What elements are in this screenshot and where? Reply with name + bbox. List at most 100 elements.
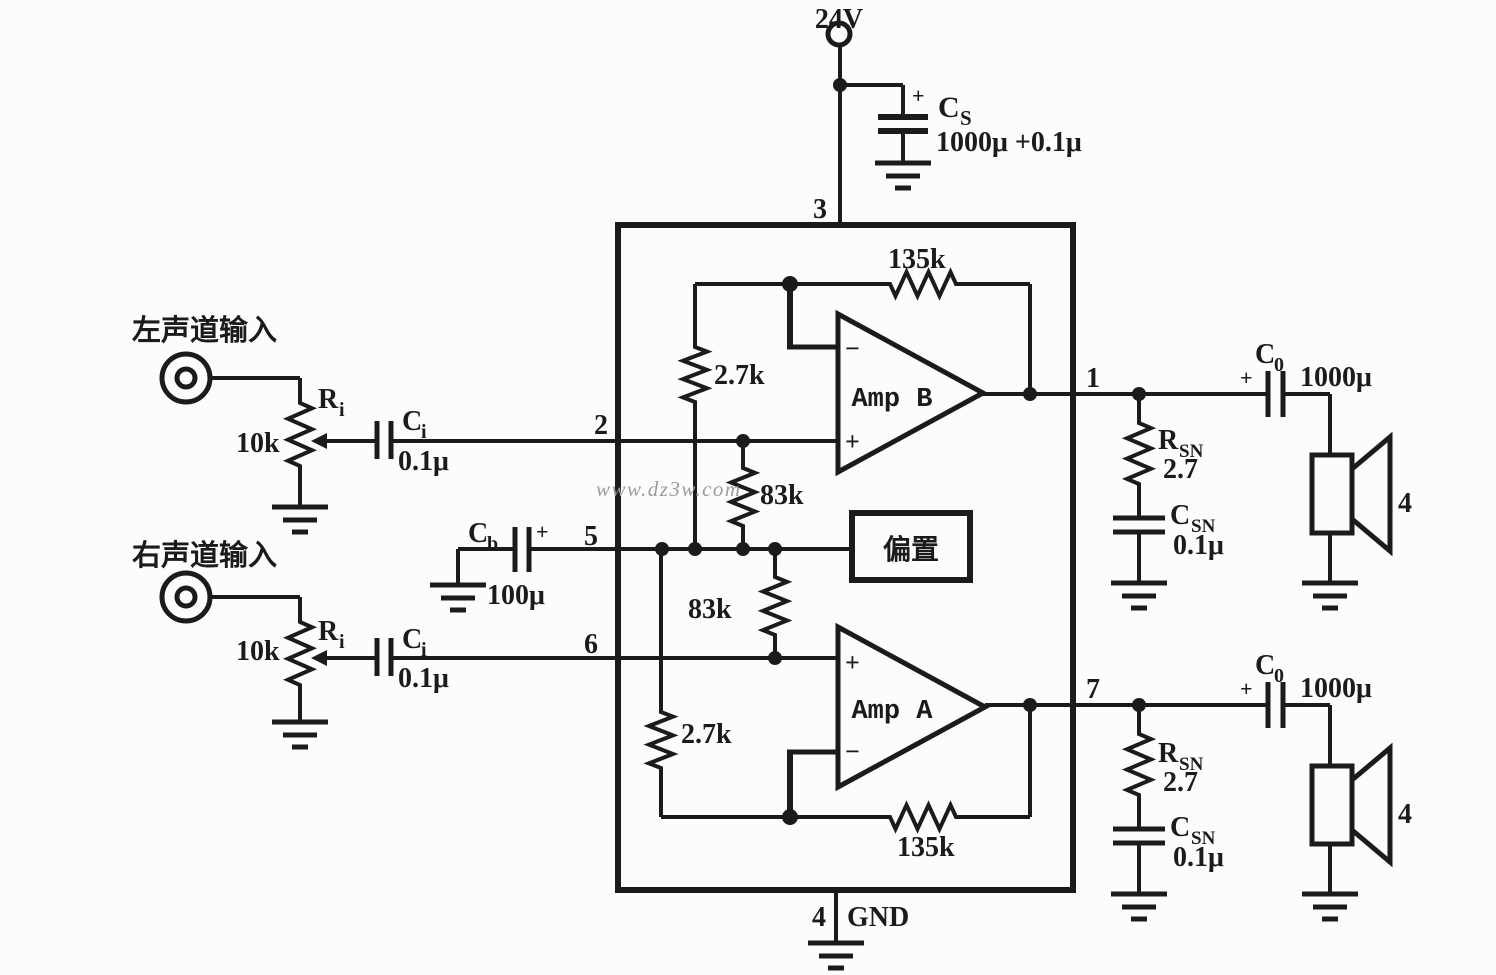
junction-dot [782,276,798,292]
r27k-bottom-value: 2.7k [681,719,732,750]
pin2-label: 2 [594,410,608,441]
r83k-lower-value: 83k [688,594,732,625]
pot-wiper-arrow-icon [311,433,327,449]
csn-bottom-value: 0.1μ [1173,842,1224,873]
r135k-top-value: 135k [888,244,946,275]
speaker-body-icon [1309,452,1355,536]
rsn-top-name-sub: SN [1179,441,1204,462]
c0-bottom-polarity-plus: + [1240,676,1253,701]
c0-bottom-value: 1000μ [1300,673,1372,704]
ic-outline [615,222,1076,893]
rca-jack-left-pin [174,366,198,390]
rsn-bottom-resistor [1121,705,1157,829]
cb-value: 100μ [487,580,545,611]
rca-jack-right-icon [159,570,213,624]
cb-polarity-plus: + [536,519,549,544]
bias-block-label: 偏置 [883,534,939,566]
csn-top-name-sub: SN [1191,516,1216,537]
pot-left-name: R [318,384,339,415]
rsn-top-value: 2.7 [1163,454,1198,485]
rsn-top-name: R [1158,425,1179,456]
output-top-section: R SN 2.7 C SN 0.1μ C 0 + 1000μ 4 [1111,339,1412,611]
cs-name-sub: S [960,106,972,130]
ground-icon [1111,891,1167,922]
ground-icon [1302,891,1358,922]
r83k-upper-value: 83k [760,480,804,511]
c0-top-name-sub: 0 [1274,354,1284,376]
ground-icon [875,160,931,191]
supply-voltage-label: 24V [815,4,863,35]
pin7-label: 7 [1086,674,1100,705]
junction-dot [688,542,702,556]
csn-top-value: 0.1μ [1173,530,1224,561]
csn-bottom-name-sub: SN [1191,828,1216,849]
pot-left-resistor [283,378,317,507]
amp-a-inv-sign: − [845,737,860,766]
c0-top-name: C [1255,339,1275,370]
junction-dot [782,809,798,825]
junction-dot [736,542,750,556]
pot-right-value: 10k [236,636,280,667]
output-bottom-section: R SN 2.7 C SN 0.1μ C 0 + 1000μ 4 [1111,650,1412,922]
watermark: www.dz3w.com [596,477,742,501]
ground-icon [1111,580,1167,611]
resistor-135k-bottom [661,800,1030,834]
resistor-2.7k-bottom [643,549,679,817]
pot-right-name-sub: i [339,631,345,653]
power-supply-section: 24V 3 + C S 1000μ +0.1μ [813,4,1082,225]
r27k-top-value: 2.7k [714,360,765,391]
pot-wiper-arrow-icon [311,650,327,666]
c0-top-value: 1000μ [1300,362,1372,393]
c0-bottom-name: C [1255,650,1275,681]
ground-icon [808,940,864,971]
amp-b-triangle [835,309,989,477]
junction-dot [833,78,847,92]
junction-dot [1023,698,1037,712]
junction-dot [768,651,782,665]
csn-bottom-name: C [1170,812,1190,843]
pot-right-name: R [318,616,339,647]
pot-right-resistor [283,597,317,722]
rsn-bottom-name-sub: SN [1179,754,1204,775]
bias-cap-section: C b + 100μ [430,518,852,613]
ground-icon [272,719,328,750]
resistor-2.7k-top [677,284,713,549]
junction-dot [1023,387,1037,401]
speaker-body-icon [1309,763,1355,847]
pot-left-value: 10k [236,428,280,459]
ci-right-name: C [402,624,422,655]
rsn-top-resistor [1121,394,1157,518]
cs-name: C [938,91,960,124]
ci-right-value: 0.1μ [398,663,449,694]
cs-polarity-plus: + [912,83,925,108]
ground-icon [272,504,328,535]
ci-left-name: C [402,406,422,437]
rsn-bottom-value: 2.7 [1163,767,1198,798]
pot-left-name-sub: i [339,399,345,421]
ground-icon [430,582,486,613]
ci-left-value: 0.1μ [398,446,449,477]
gnd-label: GND [847,902,909,933]
c0-top-polarity-plus: + [1240,365,1253,390]
junction-dot [768,542,782,556]
speaker-horn-icon [1349,742,1393,868]
speaker-horn-icon [1349,431,1393,557]
ground-icon [1302,580,1358,611]
amp-a-label: Amp A [851,697,933,727]
speaker-top-impedance: 4 [1398,488,1412,519]
rca-jack-right-pin [174,585,198,609]
amp-a-triangle [835,622,991,792]
r135k-bottom-value: 135k [897,832,955,863]
junction-dot [655,542,669,556]
bias-block [849,510,973,583]
pin4-label: 4 [812,902,826,933]
junction-dot [736,434,750,448]
right-input-label: 右声道输入 [132,538,277,572]
rsn-bottom-name: R [1158,738,1179,769]
pin5-label: 5 [584,521,598,552]
amp-a-noninv-sign: + [845,648,860,677]
cb-name-sub: b [487,533,498,555]
ic-section: 偏置 135k 135k 2.7k 2.7k 83k 83k Amp B Amp… [584,222,1268,971]
pin3-label: 3 [813,194,827,225]
